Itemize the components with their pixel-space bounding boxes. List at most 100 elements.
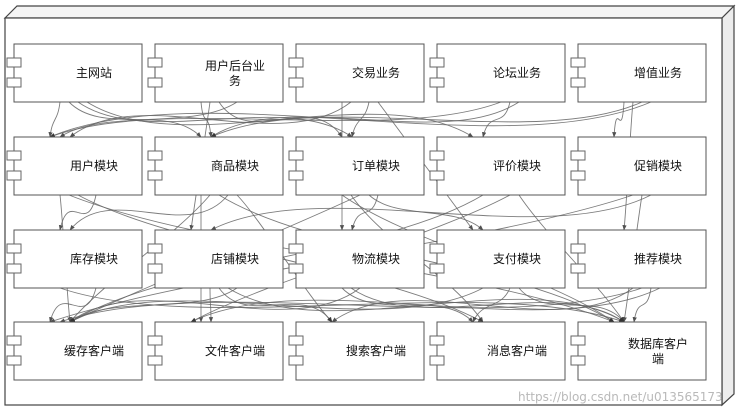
edge-payment-module-to-message-client [472,287,511,323]
component-file-client[interactable]: 文件客户端 [147,321,284,381]
component-box [13,43,143,103]
edge-forum-business-to-product-module [210,101,520,138]
edge-user-module-to-inventory-module [58,194,97,231]
component-port-icon [429,355,445,366]
component-label: 增值业务 [634,65,682,80]
component-port-icon [6,170,22,181]
component-box [295,321,425,381]
component-port-icon [570,355,586,366]
component-port-icon [147,77,163,88]
component-review-module[interactable]: 评价模块 [429,136,566,196]
component-label: 用户后台业务 [205,58,265,88]
component-box [13,321,143,381]
component-box [436,43,566,103]
component-port-icon [288,355,304,366]
edge-forum-business-to-user-module [49,101,502,138]
component-port-icon [429,263,445,274]
component-product-module[interactable]: 商品模块 [147,136,284,196]
component-box [295,136,425,196]
edge-value-added-business-to-user-module [49,101,652,138]
component-port-icon [147,57,163,68]
component-port-icon [6,243,22,254]
component-user-backend[interactable]: 用户后台业务 [147,43,284,103]
component-port-icon [288,150,304,161]
component-payment-module[interactable]: 支付模块 [429,229,566,289]
component-label: 消息客户端 [487,343,547,358]
component-promotion-module[interactable]: 促销模块 [570,136,707,196]
edge-payment-module-to-database-client [518,287,625,323]
component-port-icon [147,335,163,346]
component-port-icon [570,263,586,274]
component-order-module[interactable]: 订单模块 [288,136,425,196]
component-port-icon [429,77,445,88]
component-port-icon [288,243,304,254]
component-label: 搜索客户端 [346,343,406,358]
component-user-module[interactable]: 用户模块 [6,136,143,196]
watermark-text: https://blog.csdn.net/u013565173 [518,390,723,404]
component-box [577,136,707,196]
edge-recommend-module-to-cache-client [59,287,643,323]
component-port-icon [147,263,163,274]
edge-review-module-to-database-client [518,194,625,323]
component-port-icon [288,77,304,88]
edge-main-site-to-user-module [48,101,61,138]
component-label: 店铺模块 [211,252,259,266]
component-port-icon [570,77,586,88]
component-label: 用户模块 [70,158,118,173]
component-label: 库存模块 [70,251,118,266]
component-label: 支付模块 [493,252,541,266]
component-inventory-module[interactable]: 库存模块 [6,229,143,289]
component-port-icon [288,57,304,68]
component-box [154,43,284,103]
edge-recommend-module-to-database-client [632,287,652,323]
component-database-client[interactable]: 数据库客户端 [570,321,707,381]
component-label: 数据库客户端 [628,336,688,366]
component-port-icon [147,150,163,161]
component-box [295,229,425,289]
component-logistics-module[interactable]: 物流模块 [288,229,425,289]
component-port-icon [6,150,22,161]
component-port-icon [288,170,304,181]
edge-trade-business-to-payment-module [377,101,474,231]
edge-logistics-module-to-database-client [350,287,625,323]
component-label: 订单模块 [352,159,400,173]
component-box [577,229,707,289]
component-recommend-module[interactable]: 推荐模块 [570,229,707,289]
component-box [436,136,566,196]
edge-logistics-module-to-cache-client [69,287,361,323]
component-cache-client[interactable]: 缓存客户端 [6,321,143,381]
component-box [13,136,143,196]
component-forum-business[interactable]: 论坛业务 [429,43,566,103]
component-port-icon [429,170,445,181]
component-label: 论坛业务 [493,65,541,80]
component-port-icon [288,335,304,346]
component-label: 交易业务 [352,65,400,80]
component-label: 缓存客户端 [64,343,124,358]
component-trade-business[interactable]: 交易业务 [288,43,425,103]
edge-inventory-module-to-cache-client [49,287,97,323]
component-port-icon [570,335,586,346]
component-port-icon [570,243,586,254]
edge-value-added-business-to-promotion-module [612,101,625,138]
component-box [577,43,707,103]
component-label: 物流模块 [352,252,400,266]
component-search-client[interactable]: 搜索客户端 [288,321,425,381]
component-box [154,321,284,381]
component-box [295,43,425,103]
component-port-icon [570,150,586,161]
edge-product-module-to-inventory-module [69,194,229,231]
component-main-site[interactable]: 主网站 [6,43,143,103]
edge-recommend-module-to-search-client [331,287,634,323]
component-box [154,229,284,289]
component-port-icon [288,263,304,274]
edge-promotion-module-to-shop-module [210,194,652,231]
component-port-icon [6,263,22,274]
component-value-added-business[interactable]: 增值业务 [570,43,707,103]
component-shop-module[interactable]: 店铺模块 [147,229,284,289]
component-port-icon [570,170,586,181]
component-port-icon [147,243,163,254]
component-label: 评价模块 [493,159,541,173]
component-port-icon [6,335,22,346]
component-port-icon [429,150,445,161]
component-message-client[interactable]: 消息客户端 [429,321,566,381]
